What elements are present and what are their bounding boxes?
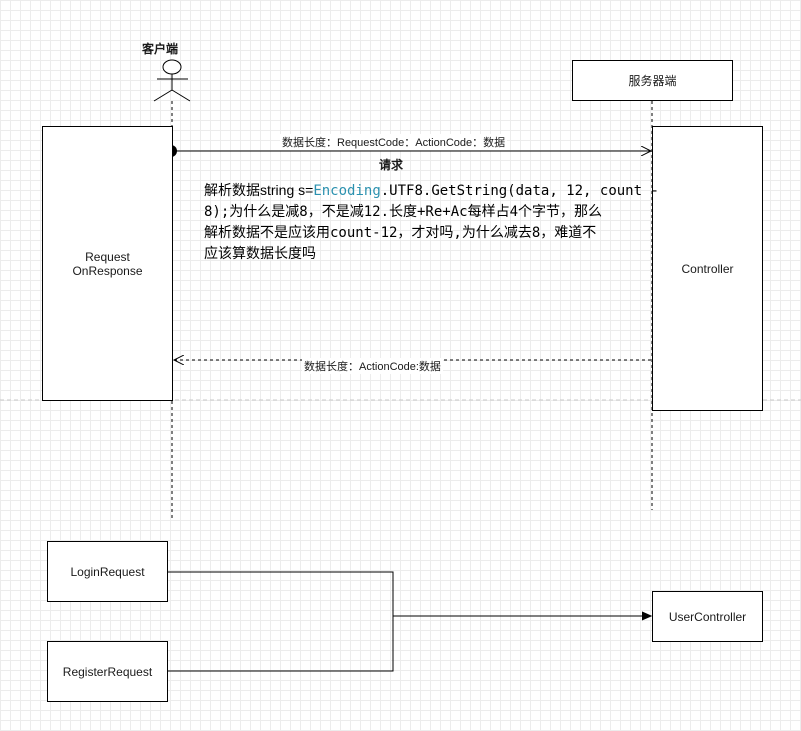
note-rest-line1: .UTF8.GetString(data, 12, count -	[380, 183, 659, 199]
note-line-2: 8);为什么是减8，不是减12.长度+Re+Ac每样占4个字节，那么	[204, 204, 603, 220]
note-line-3: 解析数据不是应该用count-12，才对吗,为什么减去8，难道不	[204, 225, 597, 241]
note-line-1: 解析数据string s=Encoding.UTF8.GetString(dat…	[204, 180, 659, 202]
actor-label: 客户端	[142, 42, 179, 56]
mapping-connectors	[167, 571, 651, 672]
note-line-4: 应该算数据长度吗	[204, 246, 316, 262]
server-label: 服务器端	[628, 73, 677, 88]
login-request-box[interactable]: LoginRequest	[47, 541, 168, 602]
client-activation-box[interactable]: Request OnResponse	[42, 126, 173, 401]
login-request-label: LoginRequest	[70, 564, 145, 579]
question-note: 解析数据string s=Encoding.UTF8.GetString(dat…	[204, 180, 659, 265]
actor-icon	[153, 59, 191, 102]
register-request-label: RegisterRequest	[62, 664, 153, 679]
response-message-label: 数据长度：ActionCode:数据	[302, 358, 443, 374]
client-box-label-1: Request	[85, 249, 130, 264]
client-box-label-2: OnResponse	[72, 263, 143, 278]
note-lead: 解析数据string s=	[204, 182, 314, 198]
controller-activation-box[interactable]: Controller	[652, 126, 763, 411]
user-controller-box[interactable]: UserController	[652, 591, 763, 642]
note-keyword: Encoding	[313, 183, 381, 199]
register-request-box[interactable]: RegisterRequest	[47, 641, 168, 702]
user-controller-label: UserController	[668, 609, 747, 624]
request-caption: 请求	[379, 158, 404, 172]
request-message-label: 数据长度：RequestCode：ActionCode：数据	[280, 134, 508, 150]
server-head-box[interactable]: 服务器端	[572, 60, 733, 101]
controller-label: Controller	[681, 261, 734, 276]
